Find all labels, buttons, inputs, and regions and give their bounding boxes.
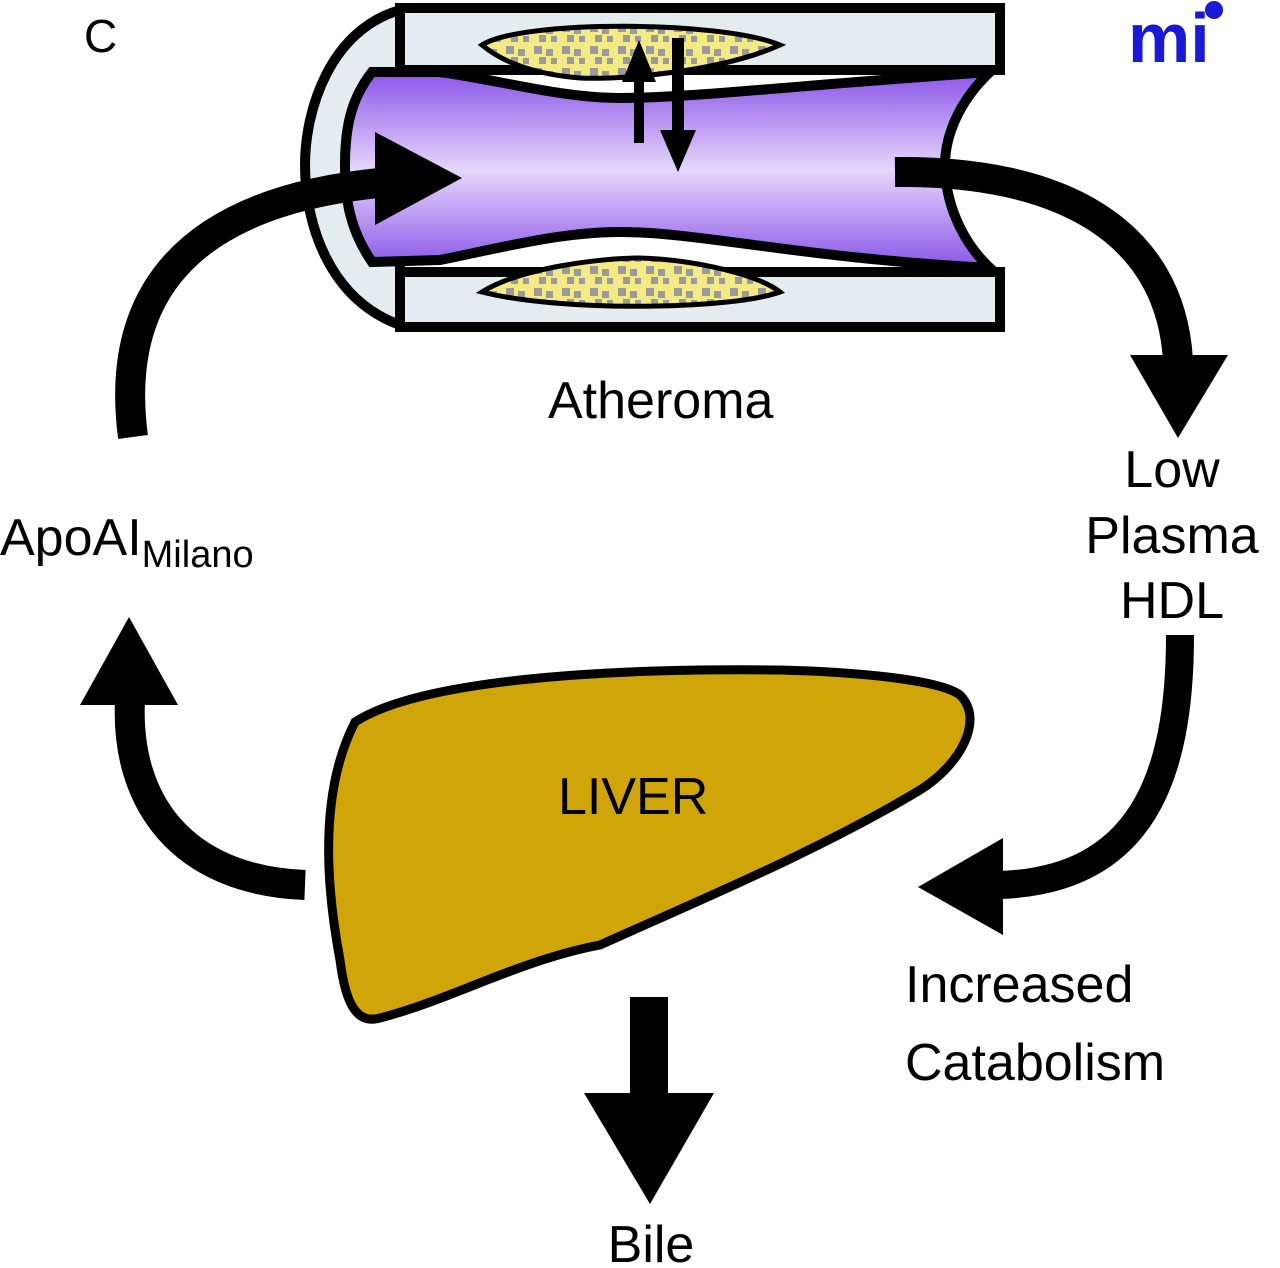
liver-shape — [324, 665, 975, 1024]
label-bile: Bile — [608, 1216, 695, 1268]
artery-illustration — [299, 3, 1005, 333]
logo-text: mi — [1128, 0, 1210, 77]
label-plasma: Plasma — [1085, 507, 1258, 565]
arrow-liver-to-bile — [584, 997, 714, 1204]
logo-dot — [1205, 1, 1223, 19]
arrow-liver-to-apoai — [80, 617, 306, 900]
journal-logo: mi — [1128, 0, 1223, 77]
arrow-artery-to-low-hdl — [894, 156, 1228, 438]
label-low: Low — [1124, 441, 1220, 499]
arrow-apoai-to-artery — [115, 132, 462, 439]
panel-letter: C — [84, 10, 117, 62]
bidirectional-arrows — [622, 38, 696, 172]
label-apoai-subscript: Milano — [142, 534, 254, 576]
plaque-bottom — [475, 255, 786, 309]
label-apoai-milano: ApoAIMilano — [0, 509, 254, 576]
label-atheroma: Atheroma — [548, 372, 774, 430]
artery-lumen — [339, 66, 1004, 274]
arrow-down-icon — [660, 130, 696, 172]
plaque-top — [477, 23, 787, 81]
label-apoai-main: ApoAI — [0, 509, 142, 567]
arrow-up-icon — [622, 40, 656, 82]
label-liver: LIVER — [558, 768, 708, 826]
label-hdl: HDL — [1120, 572, 1224, 630]
label-increased: Increased — [905, 956, 1133, 1014]
label-catabolism: Catabolism — [905, 1034, 1165, 1092]
arrow-hdl-to-catabolism — [918, 634, 1194, 935]
